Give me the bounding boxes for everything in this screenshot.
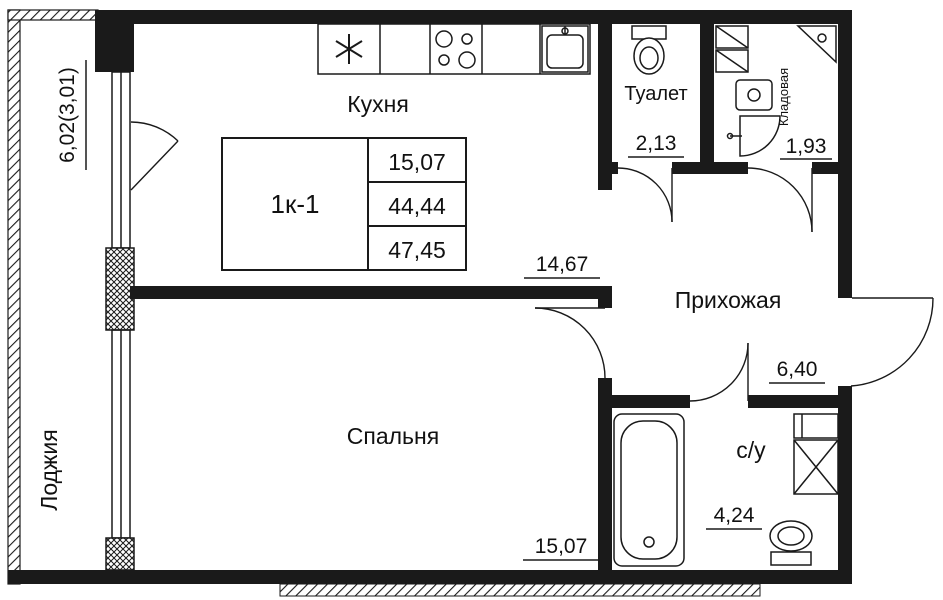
room-storage: Кладовая 1,93 — [776, 68, 832, 160]
doors — [130, 121, 934, 402]
bedroom-label: Спальня — [347, 423, 439, 449]
room-bathroom: с/у 4,24 — [706, 437, 766, 530]
kitchen-area: 14,67 — [536, 253, 589, 276]
wall-toilet-bottom — [672, 162, 712, 174]
outer-wall-top — [95, 10, 852, 24]
water-heater-icon — [735, 79, 773, 111]
toilet-area: 2,13 — [636, 132, 677, 155]
outer-wall-bottom — [8, 570, 852, 584]
shelf-icon — [715, 25, 749, 73]
pier-hatched — [105, 247, 135, 331]
info-row-living: 15,07 — [388, 149, 446, 175]
room-kitchen: Кухня 14,67 — [347, 91, 600, 279]
wall-vertical-stub — [598, 288, 612, 308]
wall-vertical-upper — [598, 24, 612, 190]
outer-wall-right-lower — [838, 386, 852, 584]
room-toilet: Туалет 2,13 — [624, 83, 688, 158]
washing-machine-icon — [793, 413, 839, 495]
loggia-area: 6,02(3,01) — [56, 67, 79, 163]
info-row-total: 47,45 — [388, 237, 446, 263]
bathroom-label: с/у — [736, 437, 766, 463]
toilet-2-icon — [769, 520, 813, 566]
vent-asterisk-icon — [335, 34, 363, 64]
bottom-hatch-strip — [279, 583, 761, 597]
kitchen-counter — [317, 23, 591, 75]
toilet-door-arc — [617, 167, 673, 223]
loggia-label: Лоджия — [36, 429, 62, 511]
storage-fixtures — [715, 25, 837, 157]
wall-vertical-lower — [598, 378, 612, 570]
room-hallway: Прихожая 6,40 — [675, 287, 825, 384]
hallway-area: 6,40 — [777, 358, 818, 381]
storage-door-arc — [747, 167, 813, 233]
wall-toilet-jamb — [612, 162, 618, 174]
corner-pillar — [95, 10, 134, 72]
plan-title: 1к-1 — [271, 189, 320, 219]
hallway-label: Прихожая — [675, 287, 782, 313]
bathroom-area: 4,24 — [714, 504, 755, 527]
room-loggia: Лоджия 6,02(3,01) — [36, 60, 87, 511]
wall-kitchen-bedroom — [130, 286, 612, 299]
loggia-outer-wall-top — [7, 9, 99, 21]
outer-wall-right-upper — [838, 10, 852, 298]
stove-icon — [435, 30, 476, 69]
entrance-door-arc — [850, 297, 934, 387]
info-row-area: 44,44 — [388, 193, 446, 219]
wall-storage-bottom-left — [712, 162, 748, 174]
loggia-door-arc — [130, 121, 179, 142]
loggia-door-leaf — [130, 140, 179, 191]
info-table: 1к-1 15,07 44,44 47,45 — [221, 137, 467, 271]
wall-toilet-storage — [700, 24, 714, 174]
toilet-label: Туалет — [624, 83, 687, 105]
bathroom-fixtures — [613, 413, 839, 567]
wall-bath-top-right — [748, 395, 838, 408]
storage-area: 1,93 — [786, 135, 827, 158]
kitchen-label: Кухня — [347, 91, 409, 117]
toilet-fixtures — [631, 25, 667, 75]
bedroom-area: 15,07 — [535, 535, 588, 558]
storage-label: Кладовая — [776, 68, 791, 126]
walls — [7, 9, 852, 597]
room-bedroom: Спальня 15,07 — [347, 423, 599, 561]
corner-sink-icon — [796, 25, 837, 64]
toilet-icon — [631, 25, 667, 75]
kitchen-sink-icon — [541, 25, 589, 73]
pier-hatched-bottom — [105, 537, 135, 571]
bedroom-door-arc — [534, 307, 606, 379]
corner-washbasin-icon — [726, 115, 781, 157]
wall-storage-bottom-right — [812, 162, 838, 174]
wall-bath-top-left — [612, 395, 690, 408]
bathroom-door-arc — [689, 342, 749, 402]
bathtub-icon — [613, 413, 685, 567]
loggia-outer-wall-left — [7, 9, 21, 585]
kitchen-fixtures — [317, 23, 591, 75]
